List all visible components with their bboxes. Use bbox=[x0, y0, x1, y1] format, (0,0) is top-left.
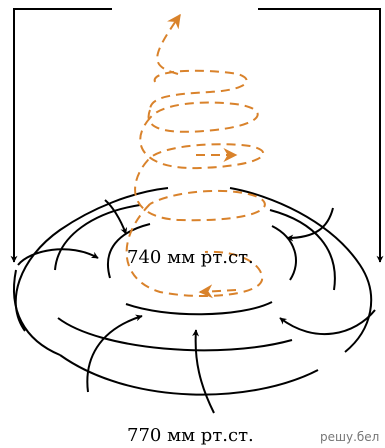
wind-arrow-3 bbox=[286, 207, 334, 242]
middle-isobar-arc-right bbox=[269, 209, 336, 291]
wind-arrow-6 bbox=[192, 329, 215, 414]
surface-winds bbox=[17, 199, 376, 414]
spiral-coil-2 bbox=[149, 69, 248, 111]
spiral-coil-4 bbox=[139, 117, 265, 170]
spiral-coil-3 bbox=[147, 101, 259, 133]
outer-isobar-arc-right bbox=[229, 187, 373, 353]
inner-isobar-arc-right bbox=[271, 225, 297, 281]
rising-air-spiral bbox=[125, 13, 266, 299]
wind-arrow-1 bbox=[17, 248, 99, 266]
descending-air bbox=[10, 8, 384, 263]
outer-isobar-arc-lower-left bbox=[12, 269, 61, 356]
wind-arrow-2 bbox=[104, 199, 128, 235]
inner-pressure-label: 740 мм рт.ст. bbox=[127, 247, 254, 268]
descending-arrow-right bbox=[258, 8, 384, 263]
descending-arrow-left bbox=[10, 8, 112, 263]
spiral-coil-5 bbox=[134, 159, 266, 222]
spiral-coil-1 bbox=[156, 13, 181, 75]
wind-arrow-4 bbox=[279, 309, 376, 335]
spiral-bottom-arrow bbox=[198, 284, 237, 299]
wind-arrow-5 bbox=[86, 314, 143, 393]
inner-isobar-arc-bottom bbox=[125, 301, 273, 316]
outer-isobar-arc-bottom bbox=[59, 354, 319, 396]
outer-isobar bbox=[12, 187, 373, 396]
outer-pressure-label: 770 мм рт.ст. bbox=[127, 425, 254, 446]
inner-isobar bbox=[107, 223, 297, 316]
middle-isobar bbox=[54, 204, 336, 352]
inner-isobar-arc-top bbox=[107, 223, 151, 279]
middle-isobar-arc-left bbox=[54, 204, 141, 271]
middle-isobar-arc-bottom bbox=[57, 317, 293, 352]
watermark: решу.бел bbox=[320, 430, 379, 444]
